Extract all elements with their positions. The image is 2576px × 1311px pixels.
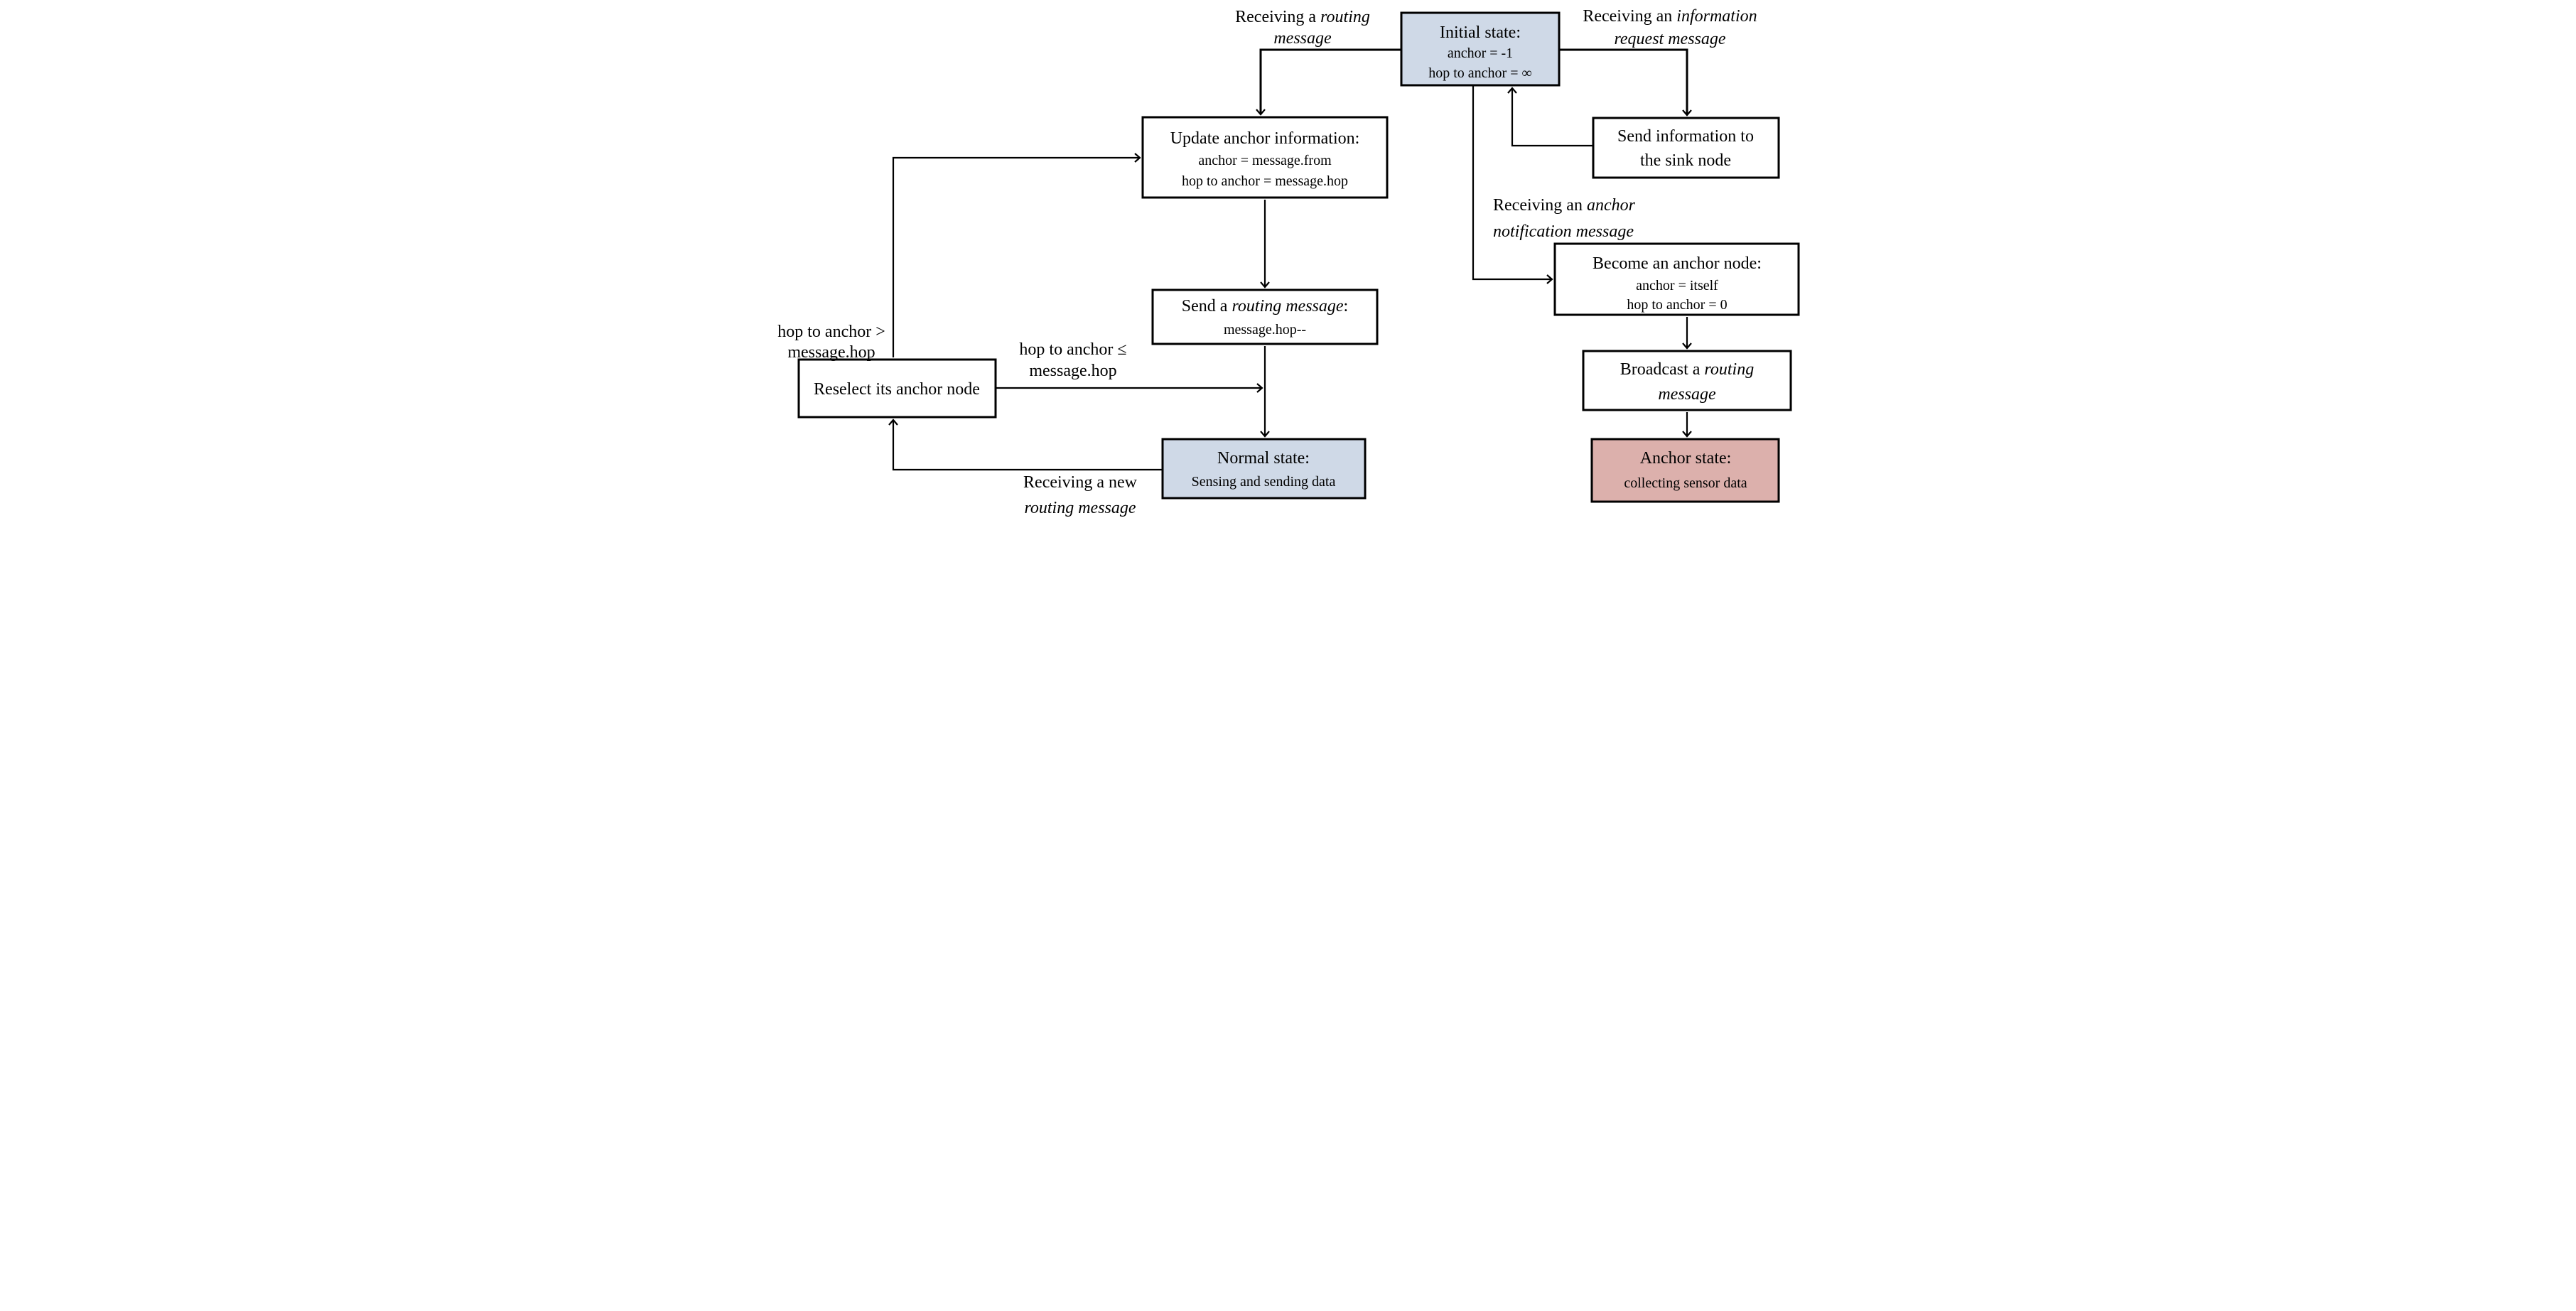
label-hop-le-line1: hop to anchor ≤ xyxy=(1019,340,1126,359)
label-receive-info-line2: request message xyxy=(1614,30,1725,48)
become-anchor-line2: hop to anchor = 0 xyxy=(1627,297,1727,313)
edge-initial-to-sendinfo xyxy=(1558,48,1692,117)
node-initial-state xyxy=(1400,11,1560,87)
broadcast-line2: message xyxy=(1658,385,1716,404)
label-receive-new-line2: routing message xyxy=(1024,499,1136,517)
node-become-anchor xyxy=(1553,242,1799,316)
anchor-state-title: Anchor state: xyxy=(1639,449,1731,468)
label-receive-new-line1: Receiving a new xyxy=(1023,473,1138,492)
normal-state-line1: Sensing and sending data xyxy=(1191,474,1335,490)
node-anchor-state xyxy=(1590,438,1779,503)
reselect-title: Reselect its anchor node xyxy=(814,380,980,399)
label-hop-le-line2: message.hop xyxy=(1029,362,1116,380)
node-normal-state xyxy=(1161,438,1366,500)
label-receive-routing-line1: Receiving a routing xyxy=(1235,8,1370,26)
send-info-line2: the sink node xyxy=(1640,151,1731,170)
node-update-anchor xyxy=(1141,116,1388,199)
node-send-info xyxy=(1592,117,1779,179)
update-anchor-line2: hop to anchor = message.hop xyxy=(1181,173,1347,189)
edge-initial-to-become xyxy=(1472,85,1553,284)
update-anchor-line1: anchor = message.from xyxy=(1198,153,1332,168)
edge-initial-to-update xyxy=(1255,48,1401,116)
send-routing-title: Send a routing message: xyxy=(1181,297,1347,315)
send-routing-line1: message.hop-- xyxy=(1223,322,1305,338)
initial-state-line1: anchor = -1 xyxy=(1447,45,1512,61)
broadcast-line1: Broadcast a routing xyxy=(1620,360,1753,379)
normal-state-title: Normal state: xyxy=(1217,449,1310,468)
node-send-routing xyxy=(1151,288,1378,345)
become-anchor-title: Become an anchor node: xyxy=(1593,254,1762,273)
edge-normal-to-reselect xyxy=(888,419,1163,471)
label-receive-info-line1: Receiving an information xyxy=(1583,7,1757,26)
label-hop-gt-line2: message.hop xyxy=(787,343,875,362)
send-info-line1: Send information to xyxy=(1617,127,1754,146)
node-reselect xyxy=(797,358,996,419)
label-receive-routing-line2: message xyxy=(1273,29,1332,48)
flowchart: Initial state: anchor = -1 hop to anchor… xyxy=(772,0,1804,524)
initial-state-line2: hop to anchor = ∞ xyxy=(1428,65,1532,81)
label-receive-anchor-line1: Receiving an anchor xyxy=(1493,196,1636,215)
label-hop-gt-line1: hop to anchor > xyxy=(777,323,885,341)
become-anchor-line1: anchor = itself xyxy=(1636,278,1718,293)
anchor-state-line1: collecting sensor data xyxy=(1624,475,1747,491)
edge-reselect-to-update xyxy=(892,153,1141,357)
update-anchor-title: Update anchor information: xyxy=(1170,129,1359,148)
node-broadcast xyxy=(1582,350,1791,411)
label-receive-anchor-line2: notification message xyxy=(1493,222,1634,241)
flowchart-canvas: Initial state: anchor = -1 hop to anchor… xyxy=(772,0,1804,524)
initial-state-title: Initial state: xyxy=(1440,23,1521,42)
edge-sendinfo-to-initial xyxy=(1507,87,1593,147)
